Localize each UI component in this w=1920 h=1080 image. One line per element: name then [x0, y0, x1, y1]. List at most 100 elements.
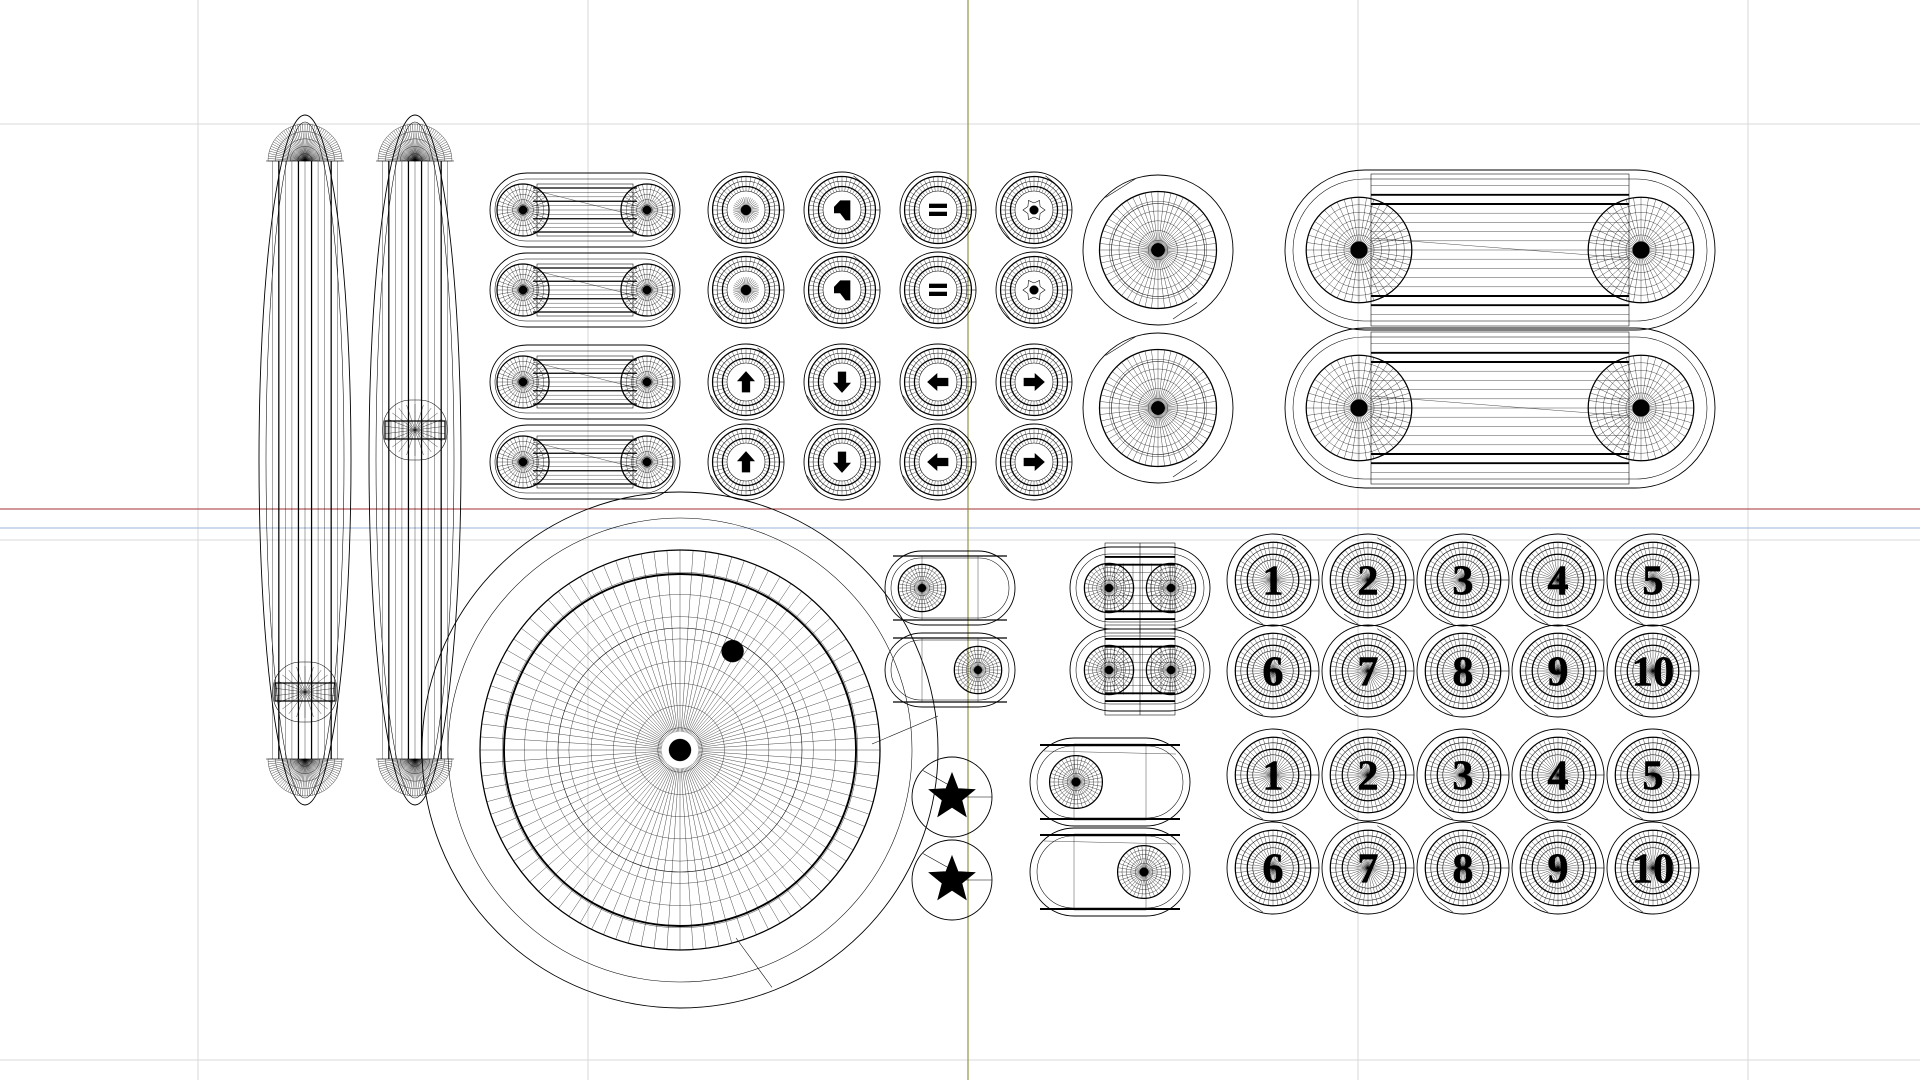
knob-bottom[interactable]	[1082, 332, 1234, 484]
icon-button-equals-r1c2[interactable]	[899, 251, 977, 329]
dial-number-label: 7	[1357, 846, 1378, 893]
numbered-dial-2-r2c1[interactable]: 2	[1321, 728, 1415, 822]
slider-pill-group	[884, 550, 1016, 708]
arrow-up-icon	[736, 371, 756, 393]
icon-button-dot-burst-r0c3[interactable]	[995, 171, 1073, 249]
slider-knob-right[interactable]	[884, 632, 1016, 708]
dual-pill-bottom[interactable]	[1069, 624, 1211, 716]
dual-pill-top[interactable]	[1069, 542, 1211, 634]
tall-capsule-right[interactable]	[368, 114, 462, 806]
knob-top[interactable]	[1082, 174, 1234, 326]
numbered-dial-7-r1c1[interactable]: 7	[1321, 624, 1415, 718]
icon-button-arrow-down-r3c1[interactable]	[803, 423, 881, 501]
connector-block[interactable]	[382, 399, 448, 461]
numbered-dial-5-r0c4[interactable]: 5	[1606, 533, 1700, 627]
numbered-dial-8-r1c2[interactable]: 8	[1416, 624, 1510, 718]
icon-button-arrow-left-r3c2[interactable]	[899, 423, 977, 501]
icon-button-dot-burst-r1c3[interactable]	[995, 251, 1073, 329]
icon-button-arrow-up-r3c0[interactable]	[707, 423, 785, 501]
numbered-dial-9-r3c3[interactable]: 9	[1511, 821, 1605, 915]
icon-button-arrow-right-r3c3[interactable]	[995, 423, 1073, 501]
pill-end-left	[496, 355, 550, 409]
icon-button-arrow-left-r2c2[interactable]	[899, 343, 977, 421]
star-button-bottom[interactable]	[911, 839, 993, 921]
speaker-left-icon	[834, 200, 851, 221]
numbered-dial-10-r1c4[interactable]: 10	[1606, 624, 1700, 718]
numbered-dial-6-r3c0[interactable]: 6	[1226, 821, 1320, 915]
numbered-dial-10-r3c4[interactable]: 10	[1606, 821, 1700, 915]
pill-item-0[interactable]	[489, 172, 681, 248]
cap-fan-bottom	[267, 758, 343, 797]
speaker-left-icon	[834, 280, 851, 301]
icon-button-arrow-right-r2c3[interactable]	[995, 343, 1073, 421]
dial-number-label: 4	[1547, 753, 1568, 800]
wide-cap-right	[1587, 196, 1695, 304]
big-dial[interactable]	[421, 491, 939, 1009]
pill-end-right	[620, 183, 674, 237]
wide-capsule-top[interactable]	[1284, 169, 1716, 331]
numbered-dial-3-r2c2[interactable]: 3	[1416, 728, 1510, 822]
connector-block[interactable]	[272, 661, 338, 723]
numbered-dial-1-r2c0[interactable]: 1	[1226, 728, 1320, 822]
long-pill-bottom[interactable]	[1029, 827, 1191, 917]
pill-end-left	[496, 263, 550, 317]
icon-button-equals-r0c2[interactable]	[899, 171, 977, 249]
numbered-dial-9-r1c3[interactable]: 9	[1511, 624, 1605, 718]
equals-icon	[929, 203, 947, 216]
dual-knob-right	[1145, 562, 1197, 614]
wide-cap-left	[1305, 196, 1413, 304]
dial-number-label: 8	[1452, 649, 1473, 696]
dial-number-label: 1	[1262, 753, 1283, 800]
dial-number-label: 2	[1357, 753, 1378, 800]
star-icon	[928, 771, 976, 818]
pill-end-left	[496, 183, 550, 237]
tall-capsule-left[interactable]	[258, 114, 352, 806]
icon-button-speaker-left-r0c1[interactable]	[803, 171, 881, 249]
icon-button-dot-r1c0[interactable]	[707, 251, 785, 329]
numbered-dial-7-r3c1[interactable]: 7	[1321, 821, 1415, 915]
dial-number-label: 8	[1452, 846, 1473, 893]
pill-item-2[interactable]	[489, 344, 681, 420]
icon-button-arrow-down-r2c1[interactable]	[803, 343, 881, 421]
numbered-dial-1-r0c0[interactable]: 1	[1226, 533, 1320, 627]
dial-number-label: 5	[1642, 753, 1663, 800]
numbered-dial-2-r0c1[interactable]: 2	[1321, 533, 1415, 627]
numbered-dial-3-r0c2[interactable]: 3	[1416, 533, 1510, 627]
star-button-group	[911, 756, 993, 921]
dial-number-label: 2	[1357, 558, 1378, 605]
star-button-top[interactable]	[911, 756, 993, 838]
dial-number-label: 9	[1547, 846, 1568, 893]
dot-burst-icon	[1022, 200, 1046, 220]
arrow-left-icon	[927, 452, 949, 472]
dial-number-label: 10	[1632, 649, 1674, 696]
long-slider-knob	[1116, 844, 1172, 900]
arrow-down-icon	[832, 371, 852, 393]
dial-number-label: 7	[1357, 649, 1378, 696]
numbered-dial-4-r2c3[interactable]: 4	[1511, 728, 1605, 822]
dial-number-label: 6	[1262, 846, 1283, 893]
icon-button-dot-r0c0[interactable]	[707, 171, 785, 249]
numbered-dial-5-r2c4[interactable]: 5	[1606, 728, 1700, 822]
icon-button-speaker-left-r1c1[interactable]	[803, 251, 881, 329]
arrow-right-icon	[1023, 372, 1045, 392]
wide-cap-left	[1305, 354, 1413, 462]
pill-end-right	[620, 435, 674, 489]
dual-knob-pill-group	[1069, 542, 1211, 716]
numbered-dial-6-r1c0[interactable]: 6	[1226, 624, 1320, 718]
cap-fan-top	[377, 123, 453, 162]
dial-marker[interactable]	[721, 639, 744, 663]
slider-knob-left[interactable]	[884, 550, 1016, 626]
numbered-dial-4-r0c3[interactable]: 4	[1511, 533, 1605, 627]
pill-item-3[interactable]	[489, 424, 681, 500]
pill-item-1[interactable]	[489, 252, 681, 328]
numbered-dial-8-r3c2[interactable]: 8	[1416, 821, 1510, 915]
icon-button-arrow-up-r2c0[interactable]	[707, 343, 785, 421]
long-pill-top[interactable]	[1029, 737, 1191, 827]
tall-capsule-group	[258, 114, 462, 806]
dial-number-label: 1	[1262, 558, 1283, 605]
wide-capsule-bottom[interactable]	[1284, 327, 1716, 489]
dot-icon	[732, 276, 760, 304]
star-icon	[928, 854, 976, 901]
icon-button-grid	[707, 171, 1073, 501]
